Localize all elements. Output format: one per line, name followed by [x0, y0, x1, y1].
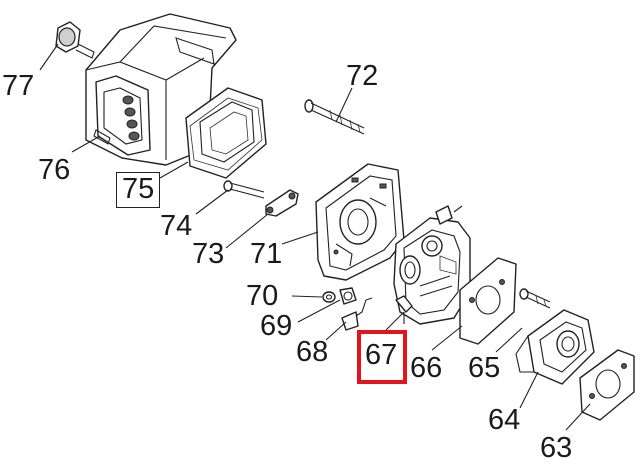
part-label-74: 74	[160, 210, 193, 242]
part-label-66: 66	[410, 352, 443, 384]
fitting-68-part	[341, 297, 373, 331]
gasket-66-part	[459, 257, 517, 345]
nut-70-part	[322, 291, 336, 303]
choke-lever-part	[265, 189, 299, 217]
collar-69-part	[339, 287, 357, 305]
gasket-63-part	[579, 349, 635, 421]
part-label-72: 72	[346, 60, 379, 92]
leader-lines	[39, 43, 591, 431]
carburetor-body-part	[393, 205, 471, 325]
part-label-73: 73	[192, 238, 225, 270]
part-label-65: 65	[468, 352, 501, 384]
air-filter-element-part	[185, 87, 267, 179]
part-label-69: 69	[260, 310, 293, 342]
carburetor-part-67	[395, 295, 413, 324]
long-bolt-part	[304, 99, 365, 135]
part-label-71: 71	[250, 238, 283, 270]
highlight-box	[357, 330, 407, 384]
part-label-68: 68	[296, 336, 329, 368]
bolt-74-part	[223, 180, 265, 199]
part-label-64: 64	[488, 404, 521, 436]
part-label-63: 63	[540, 432, 573, 464]
part-label-75: 75	[116, 172, 161, 208]
insulator-64-part	[515, 309, 595, 385]
part-label-67: 67	[365, 339, 398, 371]
part-label-76: 76	[38, 154, 71, 186]
air-cleaner-base-part	[315, 163, 405, 281]
part-label-70: 70	[246, 280, 279, 312]
part-label-77: 77	[2, 70, 35, 102]
bolt-65-part	[519, 288, 551, 309]
primer-cap-part	[55, 21, 95, 59]
